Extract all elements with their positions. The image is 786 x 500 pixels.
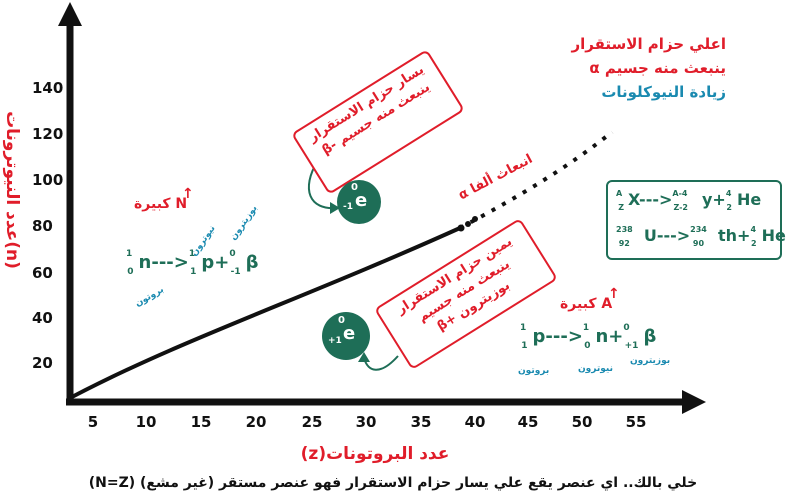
x-tick-20: 20 (245, 413, 267, 431)
x-tick-45: 45 (517, 413, 539, 431)
x-tick-25: 25 (301, 413, 323, 431)
arrow-to-positron-head (358, 352, 370, 362)
info-line-3: زيادة النيوكلونات (601, 83, 726, 101)
positron-circle: 0 +1 e (322, 312, 370, 360)
arrow-to-electron-head (330, 202, 340, 214)
x-tick-10: 10 (135, 413, 157, 431)
info-line-1: اعلي حزام الاستقرار (571, 35, 727, 53)
y-axis-title-text: عدد النيوترونات(n) (2, 111, 22, 269)
y-tick-100: 100 (32, 171, 64, 189)
x-tick-15: 15 (190, 413, 212, 431)
band-dot-2 (465, 221, 471, 227)
band-dot-1 (457, 224, 465, 232)
y-tick-120: 120 (32, 125, 64, 143)
stability-band-solid (69, 226, 461, 400)
left-up-arrow-icon: ↑ (182, 186, 194, 202)
y-axis-title: عدد النيوترونات(n) (0, 100, 24, 280)
y-tick-20: 20 (32, 354, 53, 372)
right-label-proton: بروتون (518, 366, 550, 376)
y-tick-80: 80 (32, 217, 53, 235)
y-tick-40: 40 (32, 309, 53, 327)
x-tick-30: 30 (355, 413, 377, 431)
x-tick-35: 35 (410, 413, 432, 431)
x-axis-title: عدد البروتونات(z) (300, 444, 450, 464)
y-axis-arrowhead (58, 2, 82, 26)
right-label-neutron: نيوترون (578, 364, 613, 374)
footer-note: خلي بالك.. اي عنصر يقع علي يسار حزام الا… (88, 475, 698, 491)
electron-circle: 0 -1 e (337, 180, 381, 224)
right-up-arrow-icon: ↑ (608, 286, 620, 302)
y-tick-140: 140 (32, 79, 64, 97)
y-tick-60: 60 (32, 264, 53, 282)
x-tick-5: 5 (87, 413, 99, 431)
x-tick-55: 55 (625, 413, 647, 431)
x-tick-50: 50 (571, 413, 593, 431)
right-reaction-header: A كبيرة (560, 296, 613, 312)
left-reaction-header: N كبيرة (134, 196, 188, 212)
band-dot-3 (472, 216, 478, 222)
x-axis-arrowhead (682, 390, 706, 414)
x-tick-40: 40 (464, 413, 486, 431)
right-label-beta: بوزيترون (630, 356, 671, 366)
arrow-to-positron (363, 355, 399, 371)
above-band-info: اعلي حزام الاستقرار ينبعث منه جسيم α زيا… (572, 32, 727, 104)
info-line-2: ينبعث منه جسيم α (589, 59, 726, 77)
